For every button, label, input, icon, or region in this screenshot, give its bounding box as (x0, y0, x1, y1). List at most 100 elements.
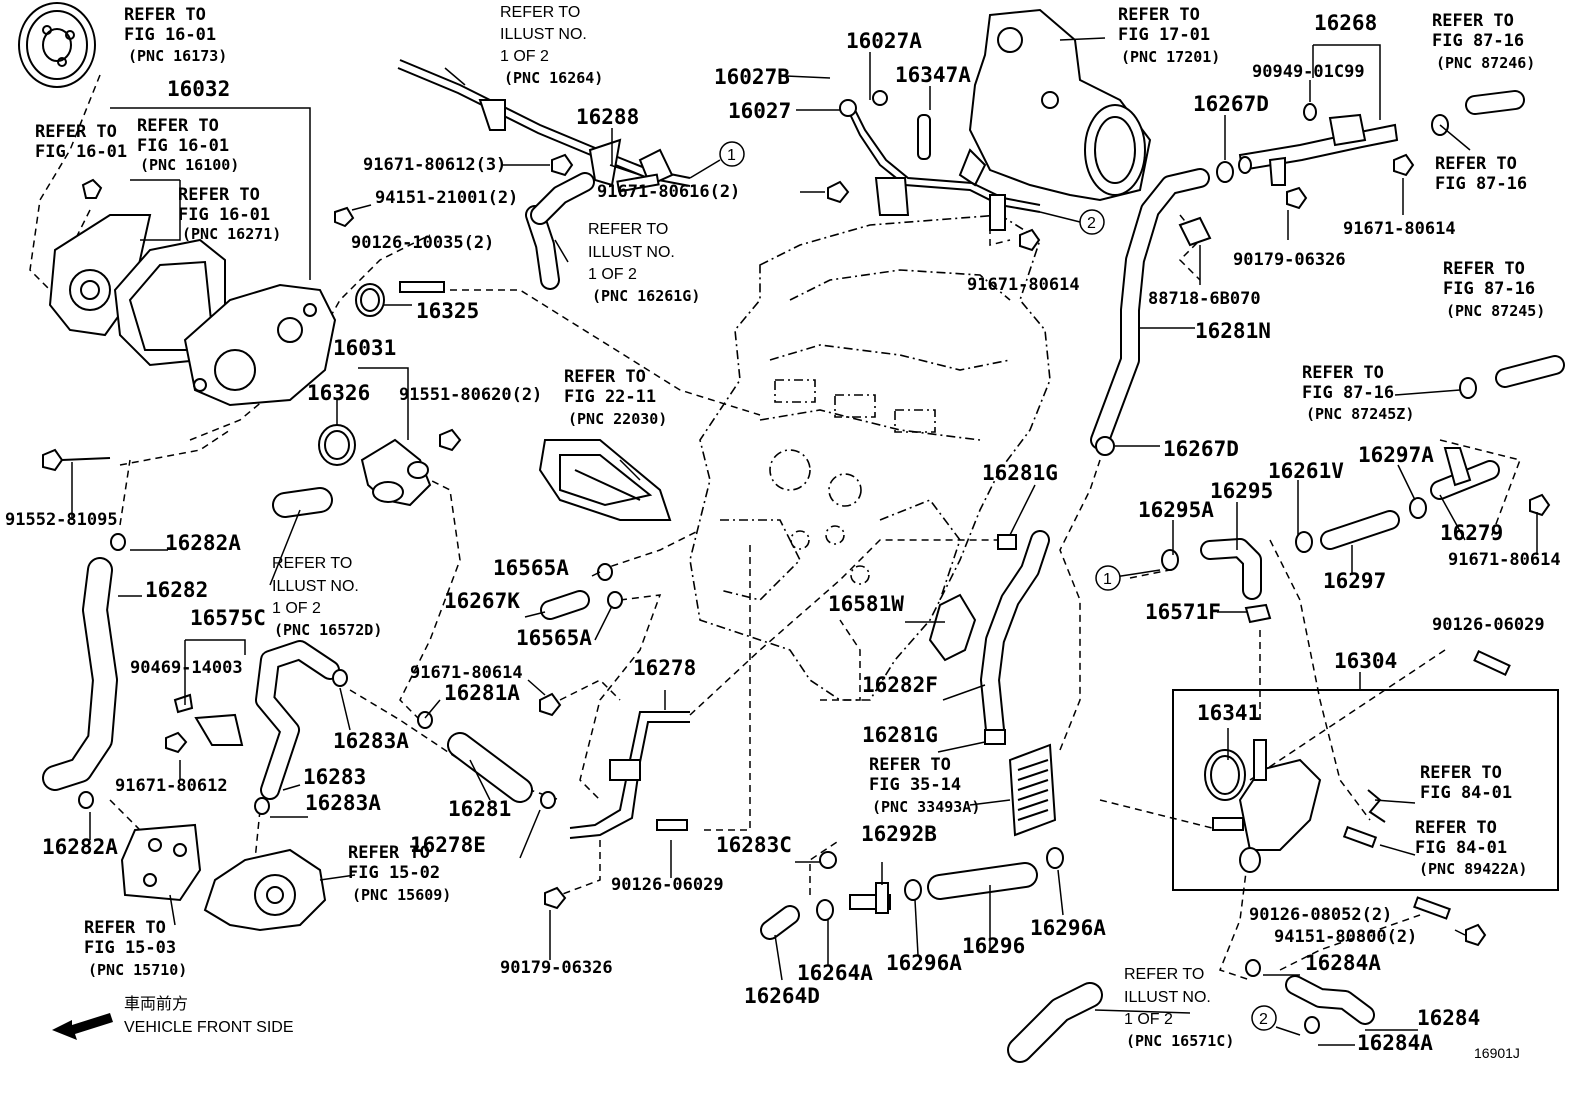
label-16296a-left: 16296A (886, 951, 962, 975)
label-16297a: 16297A (1358, 443, 1434, 467)
label-16282f: 16282F (862, 673, 938, 697)
svg-text:FIG 87-16: FIG 87-16 (1302, 383, 1394, 403)
svg-text:(PNC 16173): (PNC 16173) (128, 47, 227, 65)
pipe-drawing-16278 (569, 711, 690, 839)
water-outlet-drawing (360, 438, 432, 507)
label-16295a: 16295A (1138, 498, 1214, 522)
label-91671-80616: 91671-80616(2) (597, 182, 740, 202)
svg-text:(PNC 89422A): (PNC 89422A) (1419, 860, 1527, 878)
svg-text:(PNC 15609): (PNC 15609) (352, 886, 451, 904)
label-90126-06029-center: 90126-06029 (611, 875, 724, 895)
ref-illust-pnc-16264: REFER TO ILLUST NO. 1 OF 2 (PNC 16264) (500, 4, 603, 87)
label-16296a-right: 16296A (1030, 916, 1106, 940)
label-16027b: 16027B (714, 65, 790, 89)
label-16296: 16296 (962, 934, 1025, 958)
label-94151-80800: 94151-80800(2) (1274, 927, 1417, 947)
label-16027: 16027 (728, 99, 791, 123)
svg-text:REFER TO: REFER TO (348, 843, 430, 863)
svg-text:REFER TO: REFER TO (137, 116, 219, 136)
svg-text:REFER TO: REFER TO (124, 5, 206, 25)
clamp-drawing-16264a (816, 899, 834, 921)
svg-text:REFER TO: REFER TO (1124, 966, 1204, 983)
svg-text:1: 1 (727, 147, 736, 164)
label-16575c: 16575C (190, 606, 266, 630)
label-16284a-top: 16284A (1305, 951, 1381, 975)
svg-text:2: 2 (1087, 215, 1096, 232)
label-16283a-bottom: 16283A (305, 791, 381, 815)
svg-text:REFER TO: REFER TO (1443, 259, 1525, 279)
label-90126-06029-right: 90126-06029 (1432, 615, 1545, 635)
ref-fig-87-16: REFER TO FIG 87-16 (1435, 154, 1527, 194)
label-90949-01c99: 90949-01C99 (1252, 62, 1365, 82)
reference-labels: REFER TO FIG 16-01 (PNC 16173) REFER TO … (35, 4, 1545, 1050)
label-16279: 16279 (1440, 521, 1503, 545)
label-16571f: 16571F (1145, 600, 1221, 624)
label-91551-80620: 91551-80620(2) (399, 385, 542, 405)
svg-text:FIG 35-14: FIG 35-14 (869, 775, 961, 795)
svg-text:(PNC 22030): (PNC 22030) (568, 410, 667, 428)
svg-text:REFER TO: REFER TO (272, 555, 352, 572)
label-16282a-bottom: 16282A (42, 835, 118, 859)
svg-text:1 OF 2: 1 OF 2 (1124, 1011, 1173, 1028)
bracket-drawing-15710 (120, 823, 202, 902)
vehicle-front-indicator: 車両前方 VEHICLE FRONT SIDE (52, 995, 294, 1040)
clamp-drawing-16565a-bottom (607, 591, 623, 609)
ref-fig-16-01-pnc-16271: REFER TO FIG 16-01 (PNC 16271) (178, 185, 281, 243)
clamp-drawing-16281a (417, 711, 433, 729)
water-pump-drawing (48, 214, 337, 407)
clamp-drawing-16267d-mid (1095, 436, 1115, 456)
label-16288: 16288 (576, 105, 639, 129)
label-16264a: 16264A (797, 961, 873, 985)
ref-fig-16-01-a: REFER TO FIG 16-01 (35, 122, 127, 162)
label-16261v: 16261V (1268, 459, 1344, 483)
label-91671-80614-right: 91671-80614 (1343, 219, 1456, 239)
label-16297: 16297 (1323, 569, 1386, 593)
label-16282a-top: 16282A (165, 531, 241, 555)
svg-text:1: 1 (1103, 571, 1112, 588)
label-16027a: 16027A (846, 29, 922, 53)
label-90179-06326-center: 90179-06326 (500, 958, 613, 978)
clamp-drawing-16297a (1409, 497, 1427, 519)
oil-pipe-drawing (839, 90, 1041, 231)
label-90126-08052: 90126-08052(2) (1249, 905, 1392, 925)
svg-text:FIG 16-01: FIG 16-01 (35, 142, 127, 162)
label-16325: 16325 (416, 299, 479, 323)
svg-text:REFER TO: REFER TO (500, 4, 580, 21)
svg-text:ILLUST NO.: ILLUST NO. (500, 26, 587, 43)
direction-label-en: VEHICLE FRONT SIDE (124, 1019, 294, 1036)
label-16565a-bottom: 16565A (516, 626, 592, 650)
pipe-drawing-16268 (1216, 113, 1399, 186)
label-16281g-top: 16281G (982, 461, 1058, 485)
label-16268: 16268 (1314, 11, 1377, 35)
gasket-drawings (318, 283, 1246, 801)
svg-text:1 OF 2: 1 OF 2 (500, 48, 549, 65)
label-94151-21001: 94151-21001(2) (375, 188, 518, 208)
svg-text:REFER TO: REFER TO (1118, 5, 1200, 25)
marker-1-top: 1 (719, 141, 745, 167)
clamp-drawing-16296a-right (1046, 847, 1064, 869)
clip-drawing-88718 (1178, 216, 1212, 247)
clamp-drawing-16282a-top (110, 533, 126, 551)
svg-text:FIG 87-16: FIG 87-16 (1432, 31, 1524, 51)
svg-text:REFER TO: REFER TO (1420, 763, 1502, 783)
bracket-drawing-16575c (173, 693, 244, 746)
label-16031: 16031 (333, 336, 396, 360)
bolt-drawings-left (42, 153, 1551, 947)
svg-text:(PNC 16261G): (PNC 16261G) (592, 287, 700, 305)
svg-text:(PNC 87245Z): (PNC 87245Z) (1306, 405, 1414, 423)
svg-text:(PNC 16271): (PNC 16271) (182, 225, 281, 243)
svg-text:2: 2 (1259, 1011, 1268, 1028)
label-16267d-top: 16267D (1193, 92, 1269, 116)
svg-text:ILLUST NO.: ILLUST NO. (272, 578, 359, 595)
label-16267d-mid: 16267D (1163, 437, 1239, 461)
engine-outline (689, 214, 1051, 701)
svg-text:REFER TO: REFER TO (1302, 363, 1384, 383)
label-16278e: 16278E (410, 833, 486, 857)
label-91552-81095: 91552-81095 (5, 510, 118, 530)
label-90469-14003: 90469-14003 (130, 658, 243, 678)
clamp-drawing-16283a-bottom (254, 797, 270, 815)
union-drawing-16292b (849, 882, 891, 914)
clamp-drawing-16261v (1295, 531, 1313, 553)
label-90126-10035: 90126-10035(2) (351, 233, 494, 253)
